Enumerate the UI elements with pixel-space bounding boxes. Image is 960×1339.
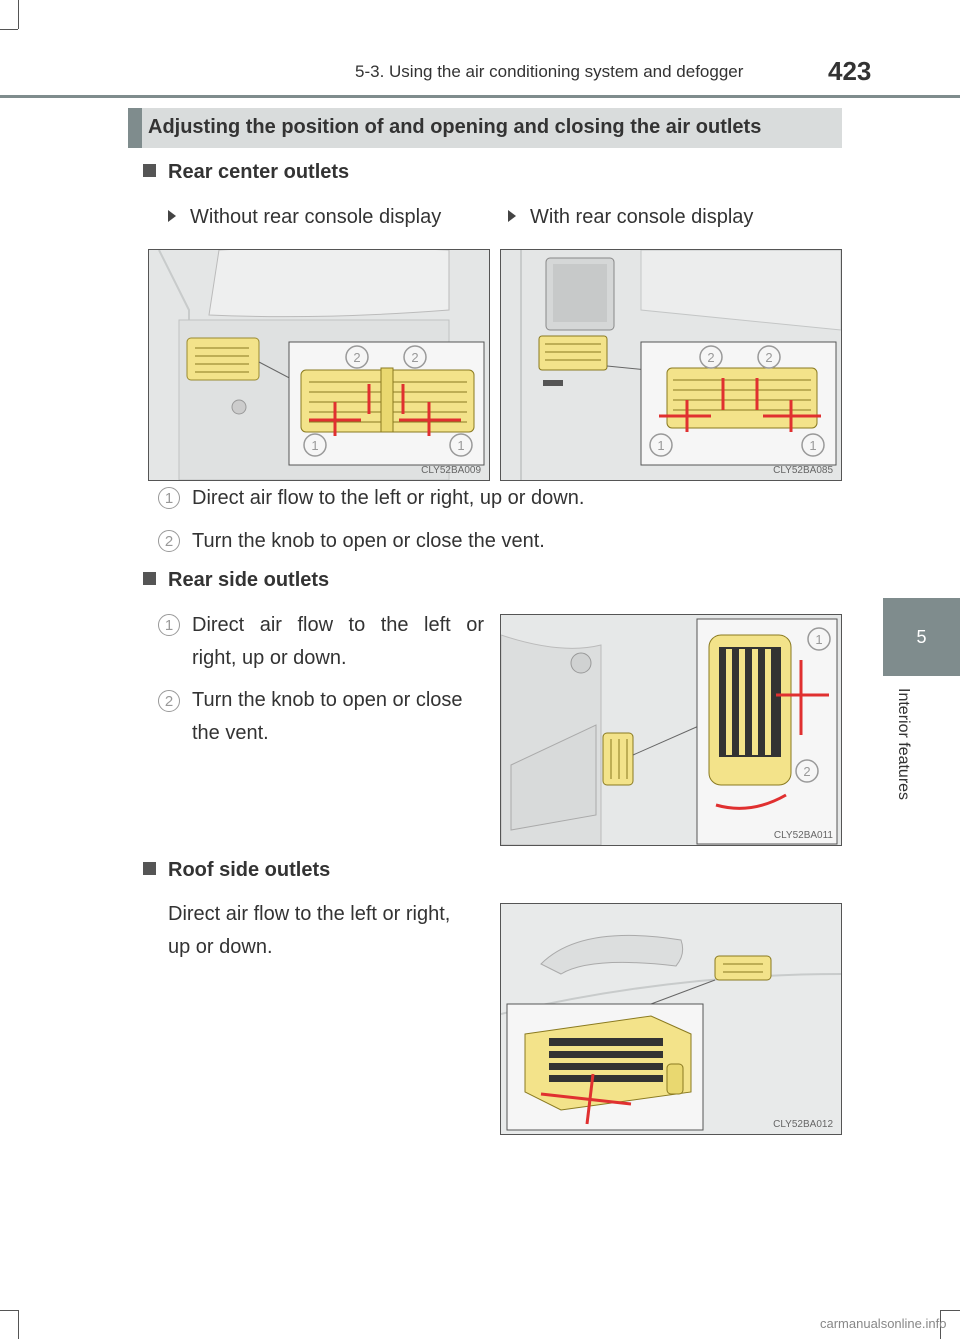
svg-text:2: 2: [411, 350, 418, 365]
instruction-text: right, up or down.: [192, 647, 347, 669]
svg-text:1: 1: [815, 632, 822, 647]
instruction-text: Direct air flow to the left or: [192, 614, 484, 636]
rear-side-illustration: 12: [501, 615, 841, 845]
svg-text:1: 1: [809, 438, 816, 453]
triangle-bullet-icon: [508, 210, 516, 222]
header-rule: [0, 95, 960, 98]
instruction-text: Turn the knob to open or close: [192, 689, 463, 711]
crop-mark: [0, 29, 18, 30]
roof-side-heading: Roof side outlets: [143, 859, 330, 882]
crop-mark: [940, 1310, 960, 1311]
callout-number: 2: [158, 530, 180, 552]
watermark: carmanualsonline.info: [820, 1316, 947, 1331]
variant-without-display: Without rear console display: [168, 206, 441, 229]
figure-code: CLY52BA009: [421, 465, 481, 476]
rear-center-console-illustration: 2 2 1 1: [501, 250, 841, 480]
topic-banner: Adjusting the position of and opening an…: [128, 108, 842, 148]
square-bullet-icon: [143, 572, 156, 585]
square-bullet-icon: [143, 164, 156, 177]
crop-mark: [18, 1310, 19, 1339]
callout-number: 1: [158, 614, 180, 636]
crop-mark: [18, 0, 19, 29]
crop-mark: [0, 1310, 18, 1311]
figure-code: CLY52BA085: [773, 465, 833, 476]
section-title: 5-3. Using the air conditioning system a…: [355, 62, 744, 81]
rear-center-figure-with-display: 2 2 1 1 CLY52BA085: [500, 249, 842, 481]
square-bullet-icon: [143, 862, 156, 875]
svg-text:2: 2: [765, 350, 772, 365]
svg-text:1: 1: [311, 438, 318, 453]
instruction-text: Turn the knob to open or close the vent.: [192, 530, 545, 552]
svg-text:2: 2: [803, 764, 810, 779]
rear-side-heading: Rear side outlets: [143, 569, 329, 592]
svg-text:1: 1: [657, 438, 664, 453]
rear-center-figure-without-display: 2 2 1 1 CLY52BA009: [148, 249, 490, 481]
instruction-text: the vent.: [192, 722, 269, 744]
figure-code: CLY52BA012: [773, 1119, 833, 1130]
rear-center-heading: Rear center outlets: [143, 161, 349, 184]
callout-number: 2: [158, 690, 180, 712]
instruction-text: Direct air flow to the left or right,: [168, 903, 451, 925]
figure-code: CLY52BA011: [773, 830, 833, 841]
crop-mark: [940, 1310, 941, 1339]
rear-center-illustration: 2 2 1 1: [149, 250, 489, 480]
page-number: 423: [828, 56, 872, 86]
chapter-title: Interior features: [895, 688, 912, 801]
svg-text:2: 2: [707, 350, 714, 365]
chapter-tab[interactable]: 5: [883, 598, 960, 676]
instruction-text: Direct air flow to the left or right, up…: [192, 487, 585, 509]
instruction-text: up or down.: [168, 936, 273, 958]
triangle-bullet-icon: [168, 210, 176, 222]
roof-side-figure: CLY52BA012: [500, 903, 842, 1135]
roof-side-illustration: [501, 904, 841, 1134]
callout-number: 1: [158, 487, 180, 509]
variant-with-display: With rear console display: [508, 206, 753, 229]
svg-text:2: 2: [353, 350, 360, 365]
svg-text:1: 1: [457, 438, 464, 453]
banner-title: Adjusting the position of and opening an…: [148, 116, 762, 138]
